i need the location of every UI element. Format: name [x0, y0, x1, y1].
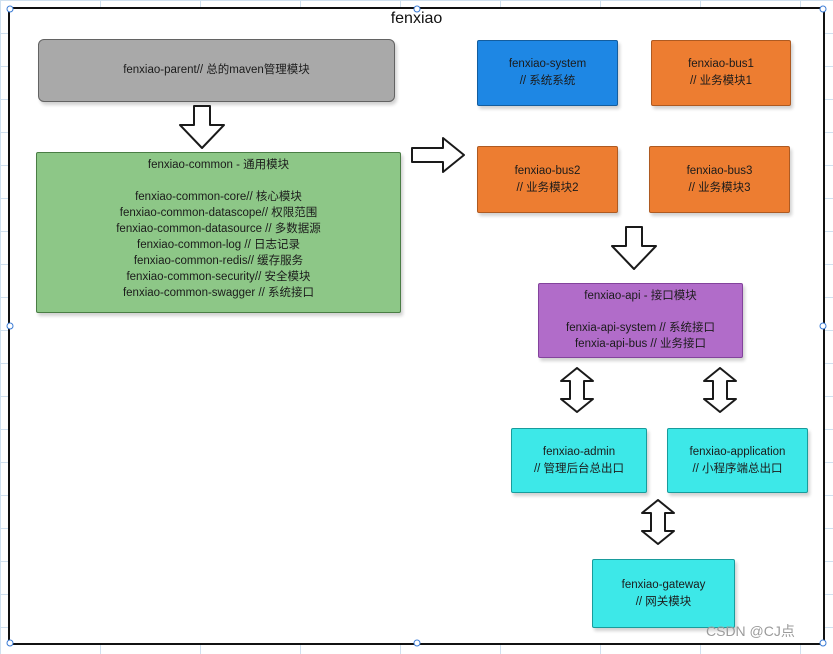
block-arrow-vertical-double-icon: [560, 367, 594, 413]
node-fenxiao-admin[interactable]: fenxiao-admin // 管理后台总出口: [511, 428, 647, 493]
node-label: fenxiao-parent// 总的maven管理模块: [123, 64, 310, 76]
block-arrow-right-icon: [411, 137, 465, 173]
node-label: fenxiao-admin: [542, 445, 616, 458]
node-desc: // 系统系统: [519, 75, 576, 87]
block-arrow-vertical-double-icon: [703, 367, 737, 413]
node-fenxiao-parent[interactable]: fenxiao-parent// 总的maven管理模块: [38, 39, 395, 102]
diagram-title: fenxiao: [382, 10, 451, 28]
node-label: fenxiao-application: [689, 445, 786, 458]
node-item: fenxiao-common-datascope// 权限范围: [119, 207, 318, 219]
node-fenxiao-bus1[interactable]: fenxiao-bus1 // 业务模块1: [651, 40, 791, 106]
node-fenxiao-bus2[interactable]: fenxiao-bus2 // 业务模块2: [477, 146, 618, 213]
node-desc: // 业务模块3: [688, 181, 751, 194]
node-title: fenxiao-common - 通用模块: [147, 159, 290, 171]
selection-handle-middle-right[interactable]: [819, 322, 827, 330]
node-item: fenxiao-common-log // 日志记录: [137, 239, 300, 251]
node-item: fenxia-api-bus // 业务接口: [574, 338, 706, 350]
node-item: fenxiao-common-swagger // 系统接口: [122, 287, 315, 299]
node-label: fenxiao-gateway: [621, 578, 706, 591]
node-item: fenxiao-common-core// 核心模块: [135, 191, 302, 203]
node-fenxiao-common[interactable]: fenxiao-common - 通用模块 fenxiao-common-cor…: [36, 152, 401, 313]
node-fenxiao-gateway[interactable]: fenxiao-gateway // 网关模块: [592, 559, 735, 628]
arrow-bus-to-api[interactable]: [611, 226, 657, 270]
node-desc: // 网关模块: [635, 595, 692, 608]
node-item: fenxiao-common-security// 安全模块: [126, 271, 311, 283]
selection-handle-bottom-center[interactable]: [413, 639, 420, 647]
node-fenxiao-application[interactable]: fenxiao-application // 小程序端总出口: [667, 428, 808, 493]
selection-handle-top-left[interactable]: [6, 5, 14, 13]
node-title: fenxiao-api - 接口模块: [584, 290, 697, 302]
node-item: fenxiao-common-redis// 缓存服务: [133, 255, 304, 267]
block-arrow-down-icon: [179, 105, 225, 149]
node-label: fenxiao-bus1: [688, 58, 754, 70]
arrow-admin-gateway[interactable]: [641, 499, 675, 545]
selection-handle-bottom-right[interactable]: [819, 639, 827, 647]
node-desc: // 管理后台总出口: [533, 462, 625, 475]
selection-handle-top-right[interactable]: [819, 5, 827, 13]
node-fenxiao-bus3[interactable]: fenxiao-bus3 // 业务模块3: [649, 146, 790, 213]
node-desc: // 小程序端总出口: [692, 462, 783, 475]
block-arrow-down-icon: [611, 226, 657, 270]
block-arrow-vertical-double-icon: [641, 499, 675, 545]
selection-handle-top-center[interactable]: [413, 5, 420, 13]
selection-handle-middle-left[interactable]: [6, 322, 14, 330]
node-label: fenxiao-bus2: [514, 164, 581, 177]
arrow-common-to-bus2[interactable]: [411, 137, 465, 173]
arrow-api-application[interactable]: [703, 367, 737, 413]
node-label: fenxiao-system: [508, 58, 587, 70]
node-fenxiao-system[interactable]: fenxiao-system // 系统系统: [477, 40, 618, 106]
node-desc: // 业务模块1: [690, 75, 752, 87]
node-label: fenxiao-bus3: [686, 164, 753, 177]
node-fenxiao-api[interactable]: fenxiao-api - 接口模块 fenxia-api-system // …: [538, 283, 743, 358]
watermark: CSDN @CJ点: [706, 623, 795, 639]
selection-handle-bottom-left[interactable]: [6, 639, 14, 647]
node-item: fenxiao-common-datasource // 多数据源: [116, 223, 321, 235]
arrow-parent-to-common[interactable]: [179, 105, 225, 149]
node-desc: // 业务模块2: [516, 181, 579, 194]
arrow-api-admin[interactable]: [560, 367, 594, 413]
node-item: fenxia-api-system // 系统接口: [566, 322, 715, 334]
